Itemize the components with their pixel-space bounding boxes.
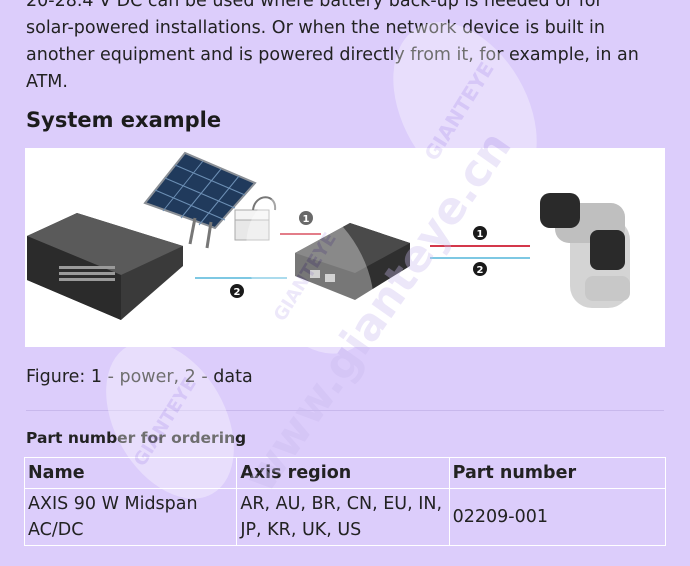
part-number-table: Name Axis region Part number AXIS 90 W M… [23,457,667,546]
cell-name: AXIS 90 W Midspan AC/DC [23,488,238,546]
cell-name-line: AXIS 90 W Midspan [28,494,198,514]
ordering-heading: Part number for ordering [26,429,247,447]
svg-text:1: 1 [303,214,310,225]
svg-text:2: 2 [234,287,241,298]
intro-line: ATM. [26,72,68,92]
solar-panel-image [143,151,257,249]
system-example-heading: System example [26,108,222,132]
cell-region-line: JP, KR, UK, US [240,520,362,540]
figure-caption: Figure: 1 - power, 2 - data [26,367,253,387]
intro-line: 20-28.4 V DC can be used where battery b… [26,0,603,11]
table-row: AXIS 90 W Midspan AC/DC AR, AU, BR, CN, … [23,488,667,546]
intro-paragraph: 20-28.4 V DC can be used where battery b… [26,0,666,96]
watermark-brand-text: GIANTEYE [130,374,201,470]
column-header-name: Name [23,457,238,489]
column-header-part-number: Part number [448,457,667,489]
cell-part-number: 02209-001 [448,488,667,546]
section-divider [26,410,664,411]
midspan-image [295,223,410,300]
table-header-row: Name Axis region Part number [23,457,667,489]
cell-name-line: AC/DC [28,520,84,540]
svg-text:1: 1 [477,229,484,240]
ptz-camera-image [540,193,630,308]
marker-1-right: 1 [473,226,487,240]
svg-text:2: 2 [477,265,484,276]
marker-1-top: 1 [299,211,313,225]
intro-line: another equipment and is powered directl… [26,45,639,65]
system-diagram: 1 2 1 2 [27,151,630,320]
marker-2-bottom: 2 [230,284,244,298]
column-header-region: Axis region [236,457,450,489]
cell-region: AR, AU, BR, CN, EU, IN, JP, KR, UK, US [236,488,450,546]
battery-image [234,196,277,241]
system-example-figure: 1 2 1 2 [25,148,665,347]
network-switch-image [27,213,183,320]
cell-region-line: AR, AU, BR, CN, EU, IN, [240,494,443,514]
marker-2-right: 2 [473,262,487,276]
intro-line: solar-powered installations. Or when the… [26,18,605,38]
